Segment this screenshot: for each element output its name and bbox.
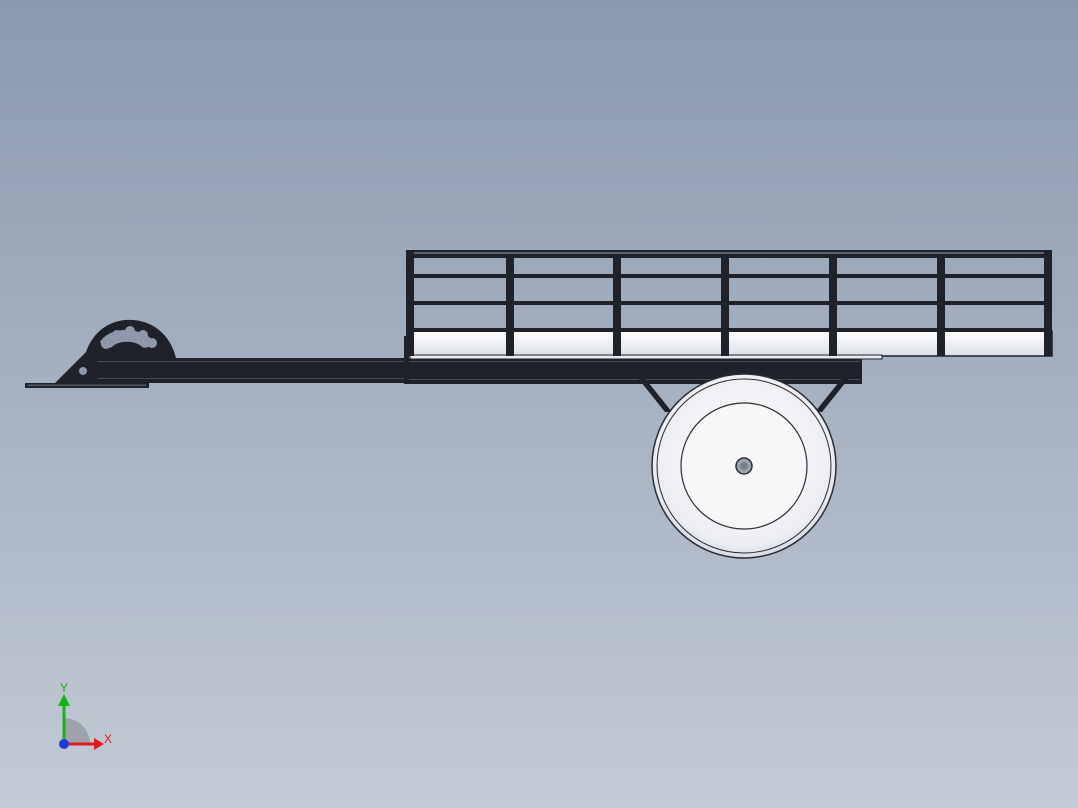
- coordinate-triad: Y X: [58, 681, 112, 750]
- trailer-model[interactable]: [25, 250, 1053, 559]
- wheel: [651, 373, 837, 559]
- hitch-plate: [25, 383, 149, 388]
- z-axis-point: [59, 739, 69, 749]
- x-axis-arrow: [94, 738, 104, 750]
- suspension: [625, 362, 862, 412]
- y-axis-label: Y: [60, 681, 68, 695]
- rail-posts: [406, 250, 1052, 356]
- x-axis-label: X: [104, 732, 112, 746]
- triad-plane-indicator: [64, 718, 90, 744]
- side-rails: [406, 250, 1052, 332]
- tongue-beam: [96, 358, 406, 383]
- y-axis-arrow: [58, 694, 70, 706]
